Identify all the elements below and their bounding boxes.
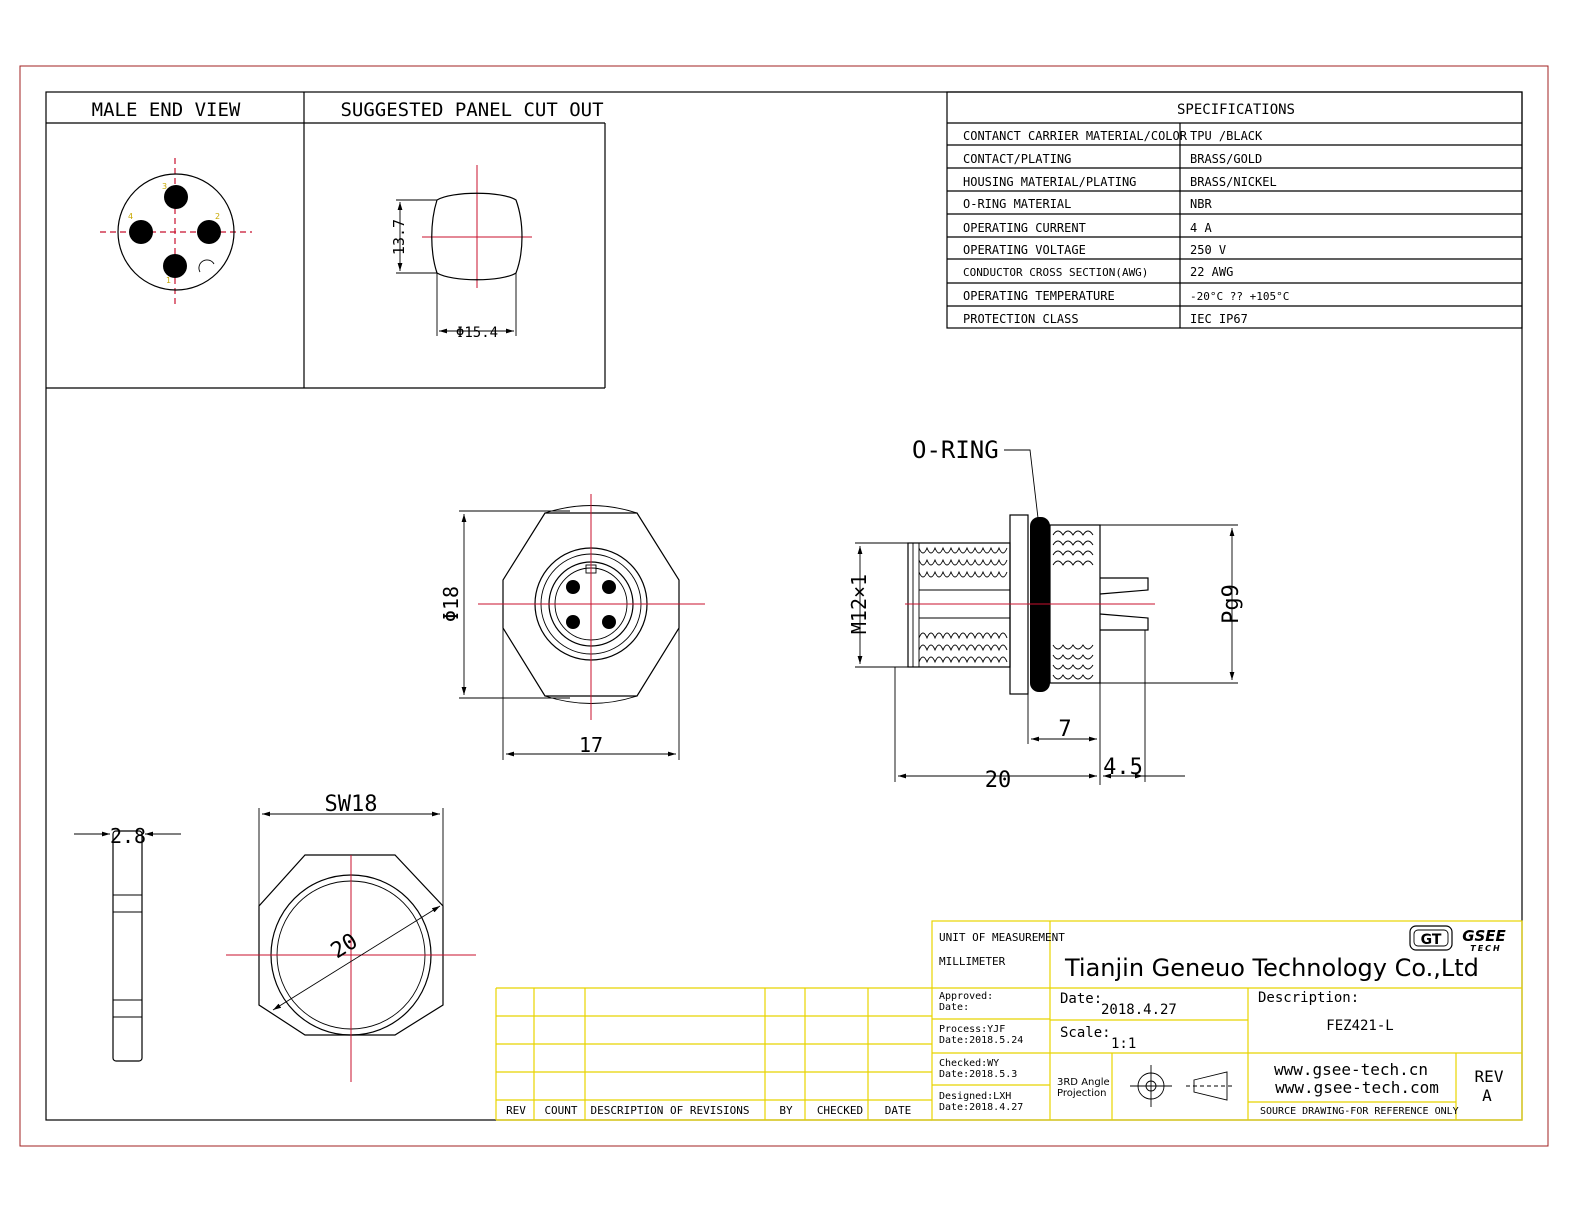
pin-number: 4 bbox=[128, 212, 133, 221]
svg-text:TECH: TECH bbox=[1470, 944, 1502, 953]
svg-text:GSEE: GSEE bbox=[1462, 927, 1506, 945]
spec-value: 250 V bbox=[1190, 243, 1226, 257]
view-boxes: MALE END VIEW SUGGESTED PANEL CUT OUT bbox=[46, 92, 606, 389]
thread-dim: M12×1 bbox=[847, 574, 871, 634]
date-value: 2018.4.27 bbox=[1101, 1002, 1177, 1018]
oring-label: O-RING bbox=[912, 436, 999, 464]
checked-date: Date:2018.5.3 bbox=[939, 1069, 1017, 1080]
spec-label: O-RING MATERIAL bbox=[963, 197, 1071, 211]
website-cn: www.gsee-tech.cn bbox=[1274, 1060, 1428, 1079]
front-width-dim: 17 bbox=[579, 733, 603, 757]
panel-cut-out-title: SUGGESTED PANEL CUT OUT bbox=[340, 99, 603, 121]
dim-4-5: 4.5 bbox=[1103, 755, 1143, 780]
projection-label-2: Projection bbox=[1057, 1088, 1106, 1099]
approved-date: Date: bbox=[939, 1002, 969, 1013]
pin-number: 2 bbox=[215, 212, 220, 221]
process-date: Date:2018.5.24 bbox=[939, 1035, 1023, 1046]
description-value: FEZ421-L bbox=[1326, 1018, 1393, 1034]
specifications-title: SPECIFICATIONS bbox=[1177, 102, 1295, 118]
pin-contact bbox=[164, 185, 188, 209]
outer-frame bbox=[19, 65, 1549, 1147]
nut-thickness-dim: 2.8 bbox=[110, 824, 146, 848]
spec-label: CONTANCT CARRIER MATERIAL/COLOR bbox=[963, 129, 1188, 143]
source-note: SOURCE DRAWING-FOR REFERENCE ONLY bbox=[1260, 1106, 1459, 1117]
spec-value: TPU /BLACK bbox=[1190, 129, 1263, 143]
checked-label: Checked:WY bbox=[939, 1058, 999, 1069]
pin-contact bbox=[602, 580, 616, 594]
rev-header: REV bbox=[506, 1104, 526, 1117]
pin-contact bbox=[602, 615, 616, 629]
process-label: Process:YJF bbox=[939, 1024, 1005, 1035]
dim-7: 7 bbox=[1058, 717, 1071, 742]
pg-dim: Pg9 bbox=[1219, 584, 1244, 624]
designed-label: Designed:LXH bbox=[939, 1091, 1011, 1102]
spec-label: PROTECTION CLASS bbox=[963, 312, 1079, 326]
spec-label: CONTACT/PLATING bbox=[963, 152, 1071, 166]
designed-date: Date:2018.4.27 bbox=[939, 1102, 1023, 1113]
spec-value: -20°C ?? +105°C bbox=[1190, 290, 1289, 303]
nut-front-view: 20 SW18 bbox=[226, 792, 476, 1082]
scale-value: 1:1 bbox=[1111, 1036, 1136, 1052]
spec-label: OPERATING CURRENT bbox=[963, 221, 1086, 235]
spec-value: BRASS/GOLD bbox=[1190, 152, 1262, 166]
male-end-view: 2 3 4 1 bbox=[100, 158, 252, 306]
panel-dia-dim: Φ15.4 bbox=[456, 325, 498, 341]
pin-contact bbox=[163, 254, 187, 278]
nut-sw-dim: SW18 bbox=[325, 792, 378, 817]
title-block: UNIT OF MEASUREMENT MILLIMETER Tianjin G… bbox=[931, 920, 1523, 1121]
spec-value: BRASS/NICKEL bbox=[1190, 175, 1277, 189]
spec-label: OPERATING VOLTAGE bbox=[963, 243, 1086, 257]
company-name: Tianjin Geneuo Technology Co.,Ltd bbox=[1064, 954, 1479, 982]
front-view: Φ18 17 bbox=[439, 494, 705, 760]
specifications-table: SPECIFICATIONS CONTANCT CARRIER MATERIAL… bbox=[946, 91, 1523, 329]
revision-table: REV COUNT DESCRIPTION OF REVISIONS BY CH… bbox=[495, 987, 932, 1121]
pin-number: 1 bbox=[166, 276, 171, 285]
spec-label: HOUSING MATERIAL/PLATING bbox=[963, 175, 1136, 189]
approved-label: Approved: bbox=[939, 991, 993, 1002]
gsee-tech-logo: GT GSEE TECH bbox=[1409, 925, 1507, 953]
spec-value: IEC IP67 bbox=[1190, 312, 1248, 326]
panel-cut-out-view: 13.7 Φ15.4 bbox=[390, 165, 532, 341]
nut-dia-dim: 20 bbox=[327, 929, 363, 964]
pin-contact bbox=[566, 615, 580, 629]
spec-label: OPERATING TEMPERATURE bbox=[963, 289, 1115, 303]
unit-label: UNIT OF MEASUREMENT bbox=[939, 931, 1065, 944]
pin-contact bbox=[129, 220, 153, 244]
rev-header: CHECKED bbox=[817, 1104, 863, 1117]
pin-contact bbox=[197, 220, 221, 244]
rev-header: DESCRIPTION OF REVISIONS bbox=[591, 1104, 750, 1117]
rev-header: DATE bbox=[885, 1104, 912, 1117]
date-label: Date: bbox=[1060, 991, 1102, 1007]
svg-text:GT: GT bbox=[1421, 932, 1442, 948]
pin-contact bbox=[566, 580, 580, 594]
male-end-view-title: MALE END VIEW bbox=[92, 99, 241, 121]
rev-label: REV bbox=[1475, 1067, 1504, 1086]
side-view: O-RING M12×1 Pg9 7 20 4.5 bbox=[847, 436, 1244, 793]
nut-side-view: 2.8 bbox=[74, 824, 181, 1062]
projection-label: 3RD Angle bbox=[1057, 1077, 1110, 1088]
unit-value: MILLIMETER bbox=[939, 955, 1006, 968]
panel-height-dim: 13.7 bbox=[390, 219, 408, 255]
scale-label: Scale: bbox=[1060, 1025, 1111, 1041]
website-com: www.gsee-tech.com bbox=[1275, 1078, 1439, 1097]
spec-value: 22 AWG bbox=[1190, 265, 1233, 279]
pin-number: 3 bbox=[162, 182, 167, 191]
rev-header: BY bbox=[779, 1104, 793, 1117]
spec-label: CONDUCTOR CROSS SECTION(AWG) bbox=[963, 266, 1148, 279]
spec-value: NBR bbox=[1190, 197, 1212, 211]
third-angle-projection-icon bbox=[1130, 1065, 1234, 1107]
rev-header: COUNT bbox=[544, 1104, 577, 1117]
front-dia-dim: Φ18 bbox=[439, 586, 463, 622]
spec-value: 4 A bbox=[1190, 221, 1212, 235]
rev-value: A bbox=[1482, 1086, 1492, 1105]
description-label: Description: bbox=[1258, 990, 1359, 1006]
dim-20: 20 bbox=[985, 768, 1012, 793]
